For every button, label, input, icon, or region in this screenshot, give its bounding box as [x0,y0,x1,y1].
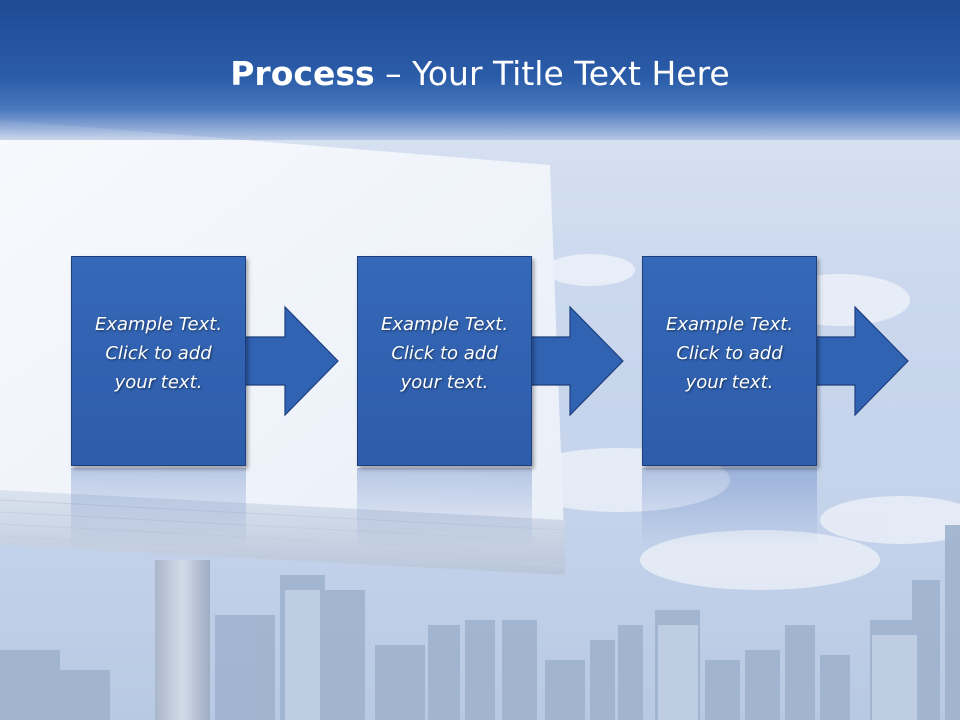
step-text-line: Example Text. [380,314,509,335]
header-band [0,0,960,140]
arrow-1[interactable] [242,305,339,417]
step-text-line: Click to add [391,343,498,364]
step-text[interactable]: Example Text. Click to add your text. [357,310,532,397]
step-text-line: your text. [685,372,774,393]
process-step-1[interactable]: Example Text. Click to add your text. [71,256,246,466]
title-bold: Process [230,54,375,93]
title-rest: – Your Title Text Here [374,54,730,93]
step-text-line: Example Text. [665,314,794,335]
step-3-reflection [642,468,817,548]
right-arrow-icon [812,305,909,417]
arrow-3[interactable] [812,305,909,417]
step-box [357,256,532,466]
step-2-reflection [357,468,532,548]
step-1-reflection [71,468,246,548]
step-text-line: your text. [114,372,203,393]
right-arrow-icon [242,305,339,417]
step-text-line: your text. [400,372,489,393]
step-text[interactable]: Example Text. Click to add your text. [642,310,817,397]
step-text[interactable]: Example Text. Click to add your text. [71,310,246,397]
step-text-line: Click to add [676,343,783,364]
step-text-line: Example Text. [94,314,223,335]
step-box [642,256,817,466]
process-step-3[interactable]: Example Text. Click to add your text. [642,256,817,466]
slide-title[interactable]: Process – Your Title Text Here [0,52,960,96]
step-box [71,256,246,466]
step-text-line: Click to add [105,343,212,364]
process-step-2[interactable]: Example Text. Click to add your text. [357,256,532,466]
right-arrow-icon [527,305,624,417]
arrow-2[interactable] [527,305,624,417]
